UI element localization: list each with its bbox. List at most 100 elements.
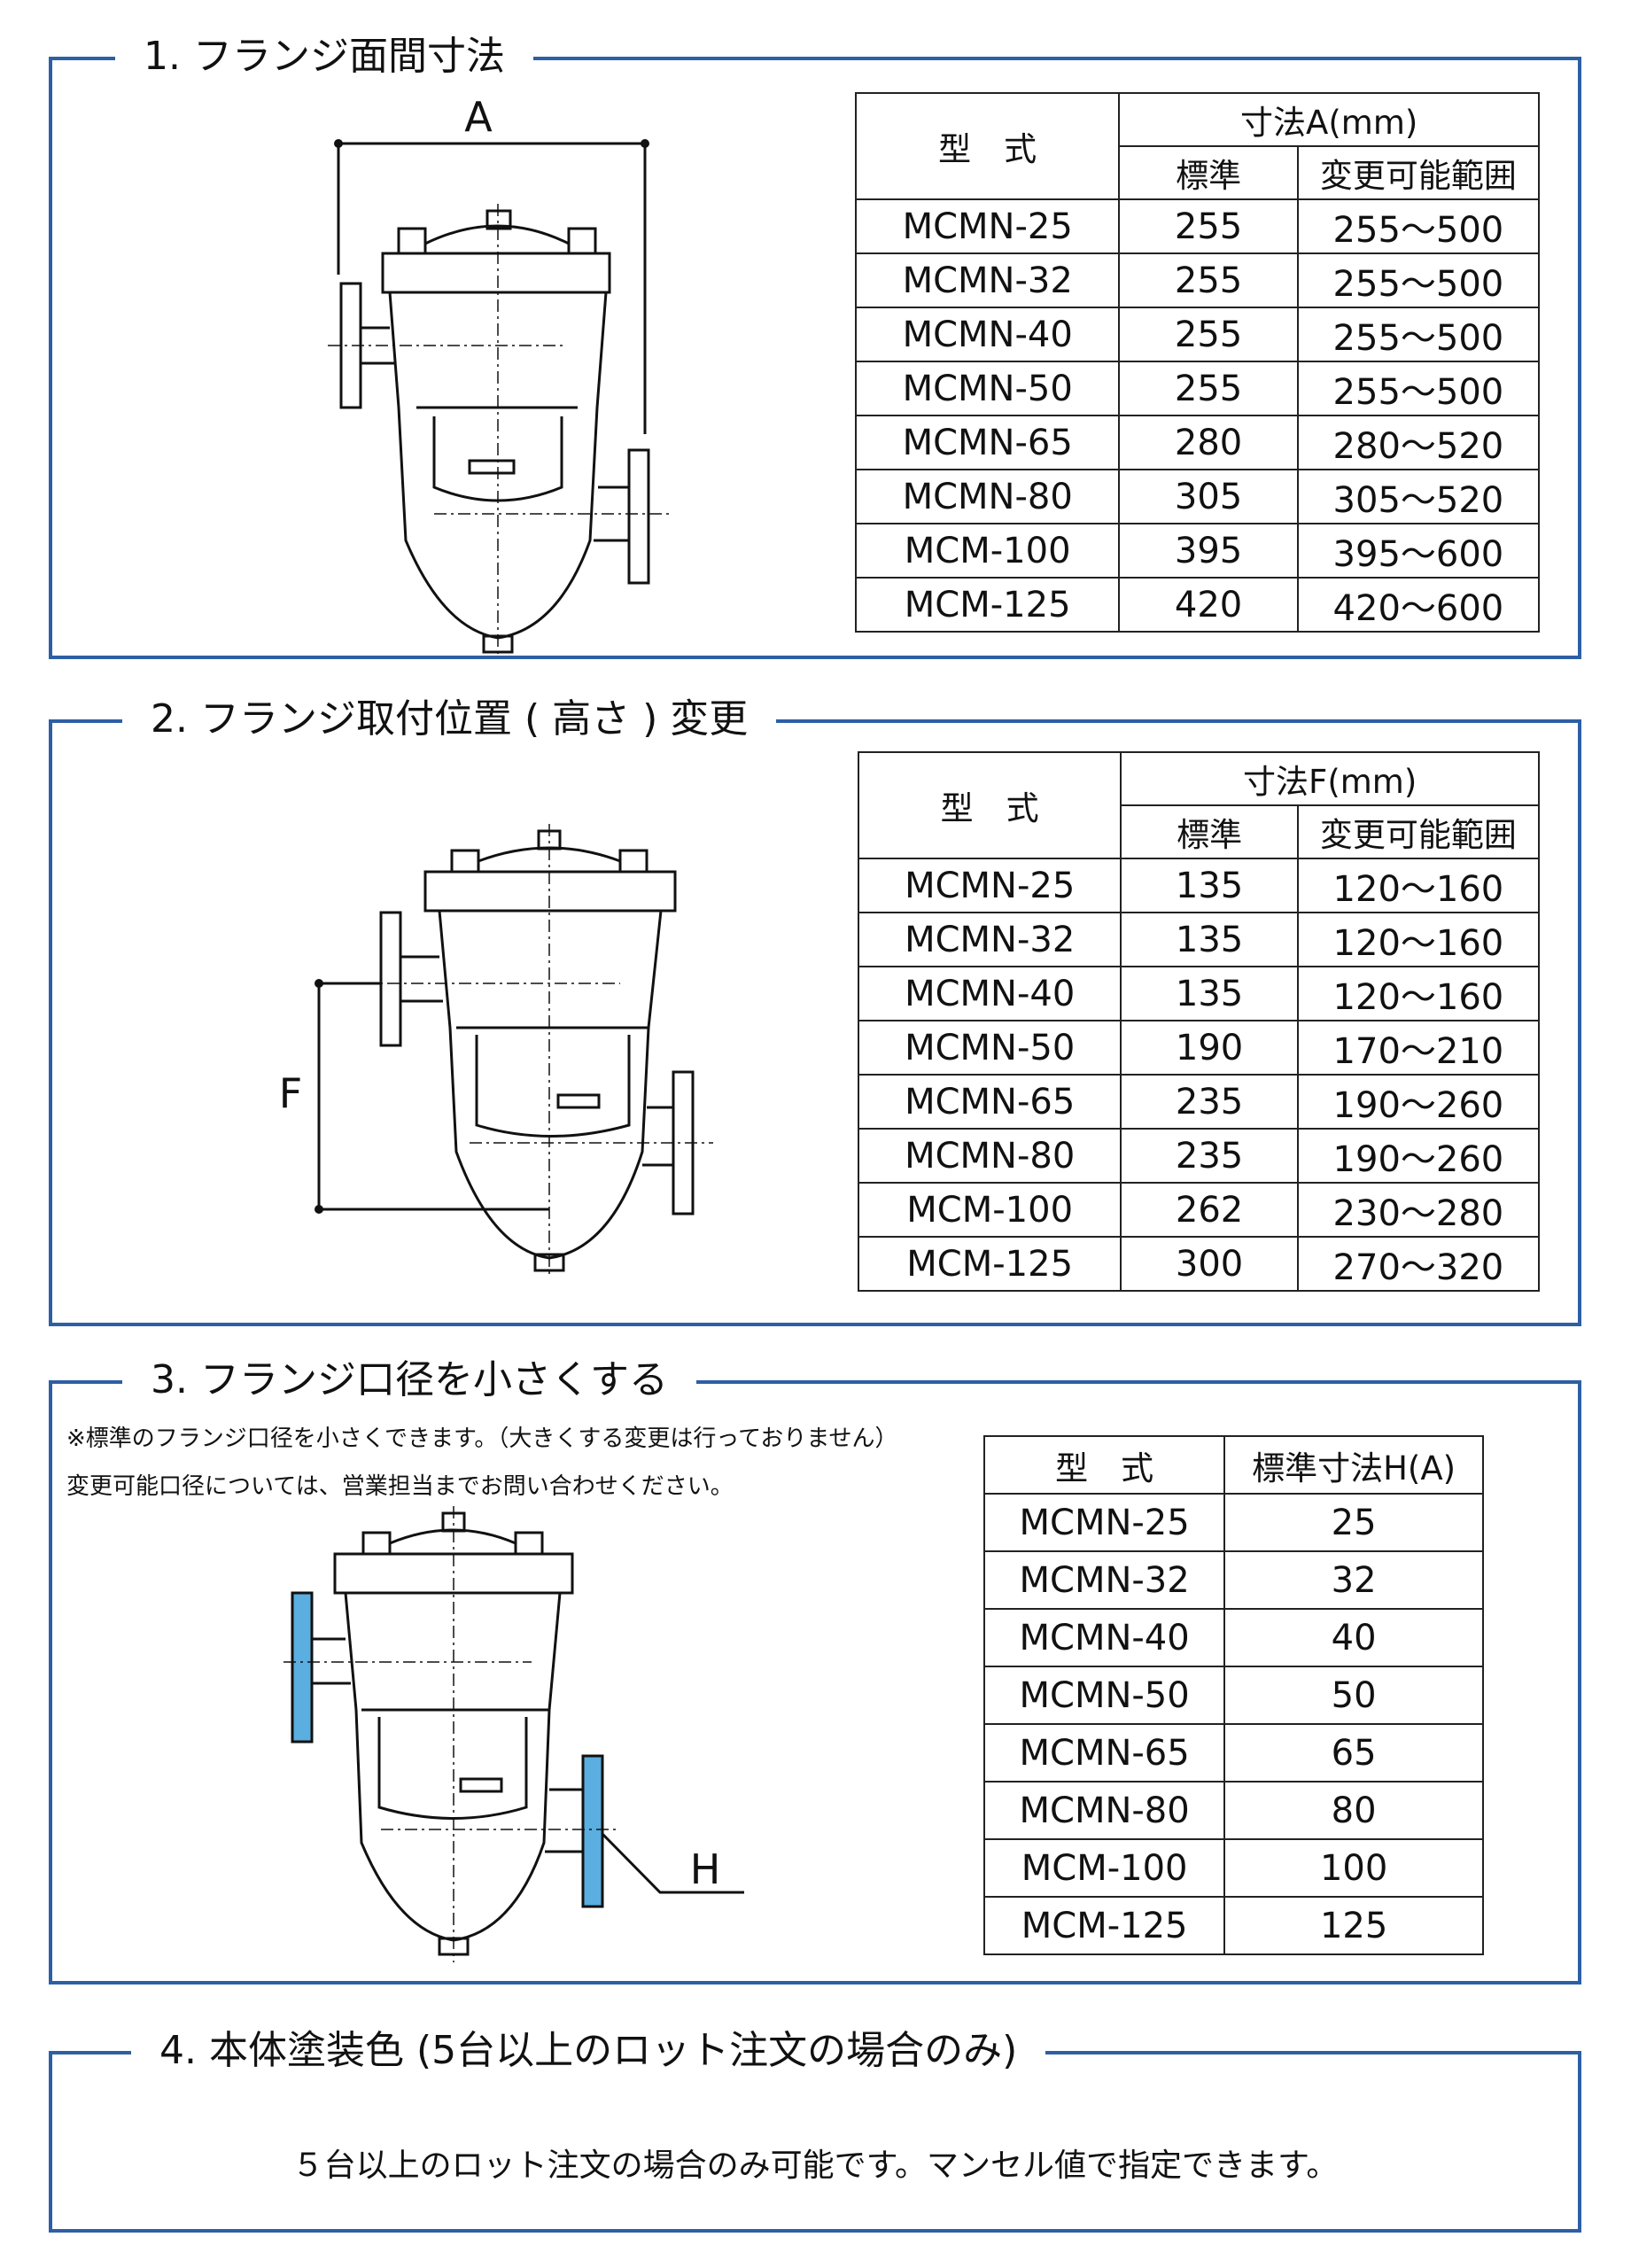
outlet-flange-highlight	[581, 1754, 604, 1908]
cell-model: MCMN-32	[857, 912, 1122, 967]
cell-model: MCMN-65	[982, 1723, 1226, 1783]
cell-model: MCMN-25	[854, 198, 1121, 254]
cell-model: MCMN-50	[854, 361, 1121, 416]
cell-standard: 395	[1118, 523, 1299, 579]
cell-standard: 300	[1120, 1236, 1299, 1292]
cell-standard: 255	[1118, 307, 1299, 362]
cell-standard: 32	[1223, 1550, 1484, 1610]
col-model-header: 型 式	[854, 92, 1121, 200]
cell-standard: 125	[1223, 1896, 1484, 1955]
cell-model: MCMN-80	[982, 1781, 1226, 1840]
section3-box	[49, 1380, 1581, 1984]
cell-model: MCMN-65	[857, 1074, 1122, 1130]
cell-standard: 135	[1120, 966, 1299, 1021]
col-range-header: 変更可能範囲	[1296, 804, 1541, 859]
cell-standard: 190	[1120, 1020, 1299, 1076]
cell-range: 305～520	[1296, 469, 1541, 524]
inlet-flange-highlight	[291, 1591, 314, 1744]
col-standard-header: 標準	[1118, 145, 1299, 200]
col-model-header: 型 式	[982, 1435, 1226, 1495]
cell-standard: 65	[1223, 1723, 1484, 1783]
col-standard-header: 標準	[1120, 804, 1299, 859]
section4-title: 4. 本体塗装色 (5台以上のロット注文の場合のみ)	[131, 2028, 1046, 2074]
cell-model: MCM-100	[854, 523, 1121, 579]
section2-box	[49, 719, 1581, 1326]
section3-note2: 変更可能口径については、営業担当までお問い合わせください。	[66, 1473, 734, 1500]
cell-model: MCMN-32	[982, 1550, 1226, 1610]
cell-range: 190～260	[1296, 1128, 1541, 1184]
cell-standard: 135	[1120, 858, 1299, 913]
cell-standard: 255	[1118, 198, 1299, 254]
strainer-drawing-3: H	[283, 1506, 744, 1962]
cell-standard: 40	[1223, 1608, 1484, 1667]
cell-model: MCM-125	[857, 1236, 1122, 1292]
cell-range: 255～500	[1296, 307, 1541, 362]
cell-model: MCM-100	[857, 1182, 1122, 1238]
section3-title: 3. フランジ口径を小さくする	[122, 1357, 696, 1403]
cell-standard: 255	[1118, 252, 1299, 308]
cell-standard: 135	[1120, 912, 1299, 967]
dim-label-h: H	[690, 1845, 721, 1893]
cell-model: MCM-100	[982, 1838, 1226, 1898]
cell-standard: 255	[1118, 361, 1299, 416]
section3-note1: ※標準のフランジ口径を小さくできます。（大きくする変更は行っておりません）	[66, 1425, 898, 1452]
cell-model: MCMN-32	[854, 252, 1121, 308]
cell-model: MCMN-25	[982, 1493, 1226, 1552]
dim-label-a: A	[464, 93, 493, 141]
cell-range: 190～260	[1296, 1074, 1541, 1130]
cell-model: MCMN-40	[857, 966, 1122, 1021]
cell-standard: 25	[1223, 1493, 1484, 1552]
dim-label-f: F	[279, 1069, 302, 1117]
strainer-drawing-1: A	[328, 93, 673, 656]
cell-range: 120～160	[1296, 858, 1541, 913]
section1-box	[49, 57, 1581, 659]
cell-standard: 50	[1223, 1666, 1484, 1725]
strainer-drawing-2: F	[279, 824, 713, 1276]
cell-range: 255～500	[1296, 198, 1541, 254]
cell-model: MCMN-40	[982, 1608, 1226, 1667]
section4-box: ５台以上のロット注文の場合のみ可能です。マンセル値で指定できます。	[49, 2051, 1581, 2233]
cell-range: 395～600	[1296, 523, 1541, 579]
cell-model: MCMN-40	[854, 307, 1121, 362]
cell-range: 280～520	[1296, 415, 1541, 470]
col-range-header: 変更可能範囲	[1296, 145, 1541, 200]
section4-text: ５台以上のロット注文の場合のみ可能です。マンセル値で指定できます。	[291, 2148, 1339, 2184]
section2-title: 2. フランジ取付位置 ( 高さ ) 変更	[122, 696, 777, 742]
cell-range: 270～320	[1296, 1236, 1541, 1292]
cell-model: MCM-125	[982, 1896, 1226, 1955]
cell-standard: 235	[1120, 1074, 1299, 1130]
cell-standard: 305	[1118, 469, 1299, 524]
cell-model: MCMN-80	[854, 469, 1121, 524]
col-model-header: 型 式	[857, 751, 1122, 859]
cell-range: 255～500	[1296, 361, 1541, 416]
cell-standard: 280	[1118, 415, 1299, 470]
cell-range: 230～280	[1296, 1182, 1541, 1238]
cell-standard: 100	[1223, 1838, 1484, 1898]
col-dimension-header: 寸法F(mm)	[1120, 751, 1540, 806]
cell-range: 120～160	[1296, 912, 1541, 967]
cell-model: MCM-125	[854, 577, 1121, 633]
cell-standard: 235	[1120, 1128, 1299, 1184]
